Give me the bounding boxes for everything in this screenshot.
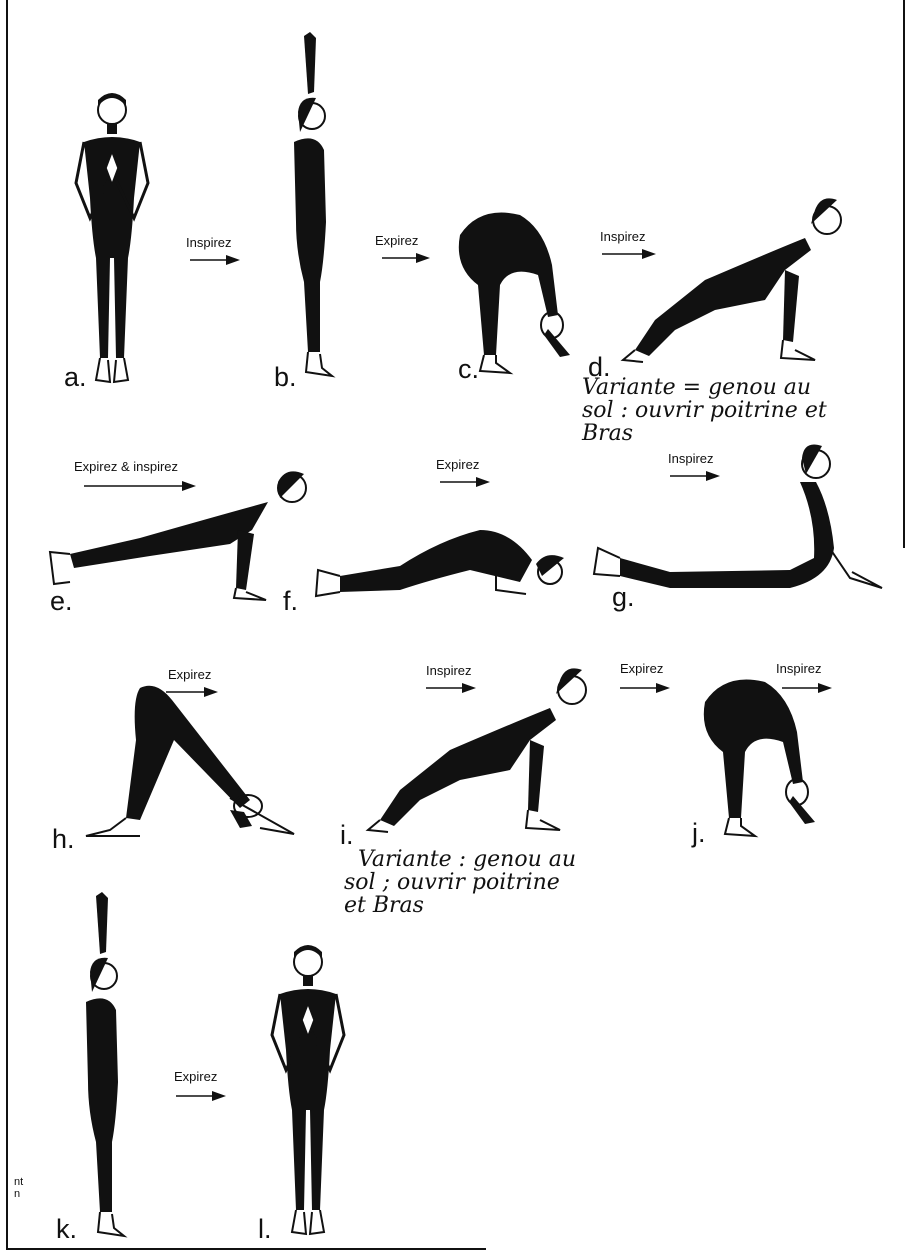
cue-b-c-arrow-icon (382, 250, 430, 260)
pose-k-label: k. (56, 1216, 77, 1243)
cue-i-j-arrow-icon (620, 680, 670, 690)
cue-k-l-arrow-icon (176, 1088, 226, 1098)
cue-e-f-arrow-icon (440, 474, 490, 484)
page-border-left (6, 0, 8, 1250)
cue-a-b-arrow-icon (190, 252, 240, 262)
cue-g-h-arrow-icon (166, 684, 218, 694)
pose-i-variant-line-1: Variante : genou au (344, 848, 576, 871)
pose-d-variant-line-1: Variante = genou au (582, 376, 827, 399)
page-border-right (903, 0, 905, 548)
pose-e-label: e. (50, 588, 73, 615)
cue-f-g-arrow-icon (670, 468, 720, 478)
pose-k-figure (62, 892, 142, 1242)
pose-f-figure (310, 520, 580, 600)
pose-h-figure (80, 680, 300, 845)
margin-line-1: nt (14, 1176, 23, 1188)
cue-d-e-text: Expirez & inspirez (74, 460, 178, 473)
pose-g-label: g. (612, 584, 635, 611)
pose-i-figure (360, 660, 600, 840)
pose-g-figure (590, 438, 890, 598)
cue-e-f-text: Expirez (436, 458, 479, 471)
cue-g-h-text: Expirez (168, 668, 211, 681)
cue-h-i-arrow-icon (426, 680, 476, 690)
pose-d-figure (615, 190, 855, 370)
pose-b-label: b. (274, 364, 297, 391)
pose-i-variant-line-3: et Bras (344, 894, 576, 917)
cue-j-k-text: Inspirez (776, 662, 822, 675)
pose-l-label: l. (258, 1216, 272, 1243)
cue-a-b-text: Inspirez (186, 236, 232, 249)
pose-a-figure (62, 88, 162, 388)
cue-k-l-text: Expirez (174, 1070, 217, 1083)
pose-d-variant-line-2: sol : ouvrir poitrine et (582, 399, 827, 422)
pose-b-figure (270, 32, 350, 382)
pose-i-variant-line-2: sol ; ouvrir poitrine (344, 871, 576, 894)
cue-f-g-text: Inspirez (668, 452, 714, 465)
cue-c-d-arrow-icon (602, 246, 656, 256)
margin-line-2: n (14, 1188, 23, 1200)
cue-b-c-text: Expirez (375, 234, 418, 247)
margin-text-fragment: nt n (14, 1176, 23, 1200)
pose-a-label: a. (64, 364, 87, 391)
pose-d-variant-note: Variante = genou au sol : ouvrir poitrin… (582, 376, 827, 445)
pose-i-variant-note: Variante : genou au sol ; ouvrir poitrin… (344, 848, 576, 917)
cue-d-e-arrow-icon (84, 478, 196, 488)
cue-h-i-text: Inspirez (426, 664, 472, 677)
cue-c-d-text: Inspirez (600, 230, 646, 243)
pose-c-label: c. (458, 356, 479, 383)
pose-h-label: h. (52, 826, 75, 853)
pose-j-label: j. (692, 820, 706, 847)
pose-f-label: f. (283, 588, 298, 615)
page-border-bottom (6, 1248, 486, 1250)
pose-i-label: i. (340, 822, 354, 849)
pose-l-figure (258, 940, 358, 1240)
cue-j-k-arrow-icon (782, 680, 832, 690)
cue-i-j-text: Expirez (620, 662, 663, 675)
pose-j-figure (685, 672, 825, 842)
